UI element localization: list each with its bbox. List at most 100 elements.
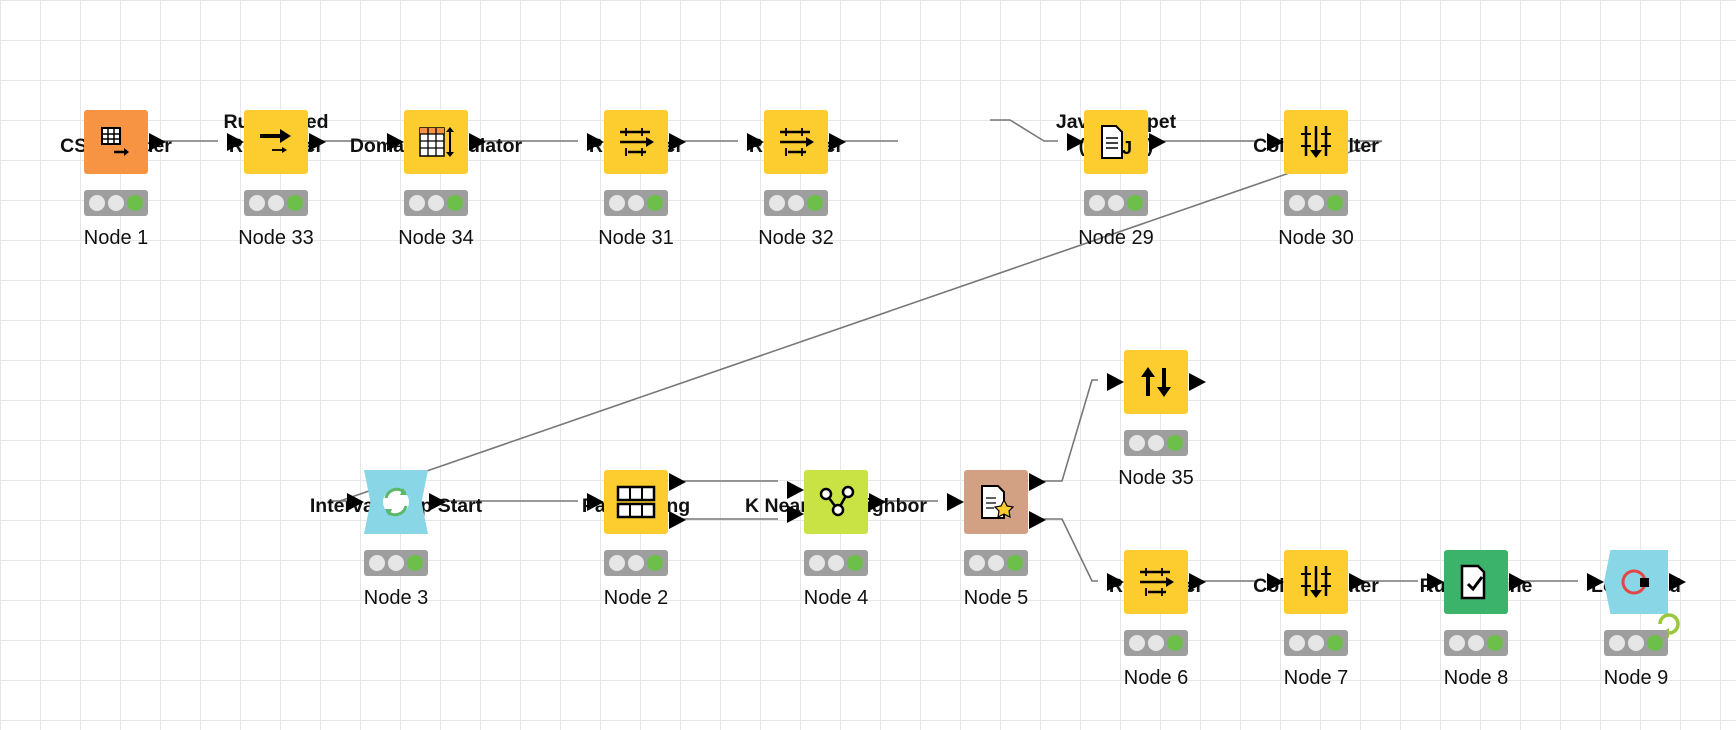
node-box[interactable]	[364, 470, 428, 534]
node-box[interactable]	[1604, 550, 1668, 614]
node-label[interactable]: Node 30	[1278, 227, 1354, 249]
status-light-off	[108, 195, 124, 211]
node-box[interactable]	[84, 110, 148, 174]
output-port[interactable]	[1669, 573, 1686, 591]
node-box[interactable]	[244, 110, 308, 174]
input-port[interactable]	[787, 481, 804, 499]
status-light-off	[1129, 635, 1145, 651]
output-port[interactable]	[1189, 373, 1206, 391]
node-box[interactable]	[764, 110, 828, 174]
output-port[interactable]	[669, 133, 686, 151]
input-port[interactable]	[787, 505, 804, 523]
node-label[interactable]: Node 4	[803, 587, 869, 609]
status-light-off	[628, 555, 644, 571]
node-box[interactable]	[804, 470, 868, 534]
output-port[interactable]	[149, 133, 166, 151]
output-port[interactable]	[1149, 133, 1166, 151]
node-box[interactable]	[964, 470, 1028, 534]
output-port[interactable]	[1509, 573, 1526, 591]
node-label[interactable]: Node 9	[1603, 667, 1669, 689]
input-port[interactable]	[1427, 573, 1444, 591]
node-label[interactable]: Node 3	[363, 587, 429, 609]
node-label[interactable]: Node 33	[238, 227, 314, 249]
node-n5[interactable]: ScorerNode 5	[896, 450, 1096, 650]
input-port[interactable]	[1267, 573, 1284, 591]
output-port[interactable]	[469, 133, 486, 151]
node-n8[interactable]: Rule EngineNode 8	[1376, 530, 1576, 730]
node-box[interactable]	[1124, 350, 1188, 414]
node-status-indicator	[84, 190, 148, 216]
output-port[interactable]	[429, 493, 446, 511]
output-port[interactable]	[1029, 511, 1046, 529]
status-light-off	[1289, 635, 1305, 651]
node-status-indicator	[604, 190, 668, 216]
input-port[interactable]	[587, 133, 604, 151]
output-port[interactable]	[1029, 473, 1046, 491]
node-box[interactable]	[1444, 550, 1508, 614]
node-n9[interactable]: Loop EndNode 9	[1536, 530, 1736, 730]
output-port[interactable]	[1349, 573, 1366, 591]
output-port[interactable]	[669, 511, 686, 529]
node-label[interactable]: Node 29	[1078, 227, 1154, 249]
input-port[interactable]	[227, 133, 244, 151]
node-label[interactable]: Node 6	[1123, 667, 1189, 689]
node-box[interactable]	[404, 110, 468, 174]
input-port[interactable]	[1107, 573, 1124, 591]
status-light-off	[788, 195, 804, 211]
node-label[interactable]: Node 32	[758, 227, 834, 249]
row-filter-icon	[1140, 568, 1174, 596]
row-filter-icon	[620, 128, 654, 156]
output-port[interactable]	[1189, 573, 1206, 591]
node-label[interactable]: Node 1	[83, 227, 149, 249]
input-port[interactable]	[947, 493, 964, 511]
input-port[interactable]	[1267, 133, 1284, 151]
svg-text:J: J	[1122, 138, 1132, 158]
node-box[interactable]	[1284, 550, 1348, 614]
java-snippet-icon: J	[1101, 125, 1132, 159]
rule-row-filter-icon	[260, 129, 291, 153]
input-port[interactable]	[347, 493, 364, 511]
output-port[interactable]	[829, 133, 846, 151]
node-box[interactable]	[604, 110, 668, 174]
node-status-indicator	[964, 550, 1028, 576]
input-port[interactable]	[587, 493, 604, 511]
node-box[interactable]	[1284, 110, 1348, 174]
output-port[interactable]	[669, 473, 686, 491]
node-label[interactable]: Node 2	[603, 587, 669, 609]
input-port[interactable]	[747, 133, 764, 151]
status-light-off	[1129, 435, 1145, 451]
output-port[interactable]	[869, 493, 886, 511]
input-port[interactable]	[1107, 373, 1124, 391]
node-n2[interactable]: PartitioningNode 2	[536, 450, 736, 650]
input-port[interactable]	[387, 133, 404, 151]
output-port[interactable]	[309, 133, 326, 151]
status-light-off	[609, 195, 625, 211]
node-box[interactable]	[604, 470, 668, 534]
input-port[interactable]	[1587, 573, 1604, 591]
input-port[interactable]	[1067, 133, 1084, 151]
node-label[interactable]: Node 5	[963, 587, 1029, 609]
status-light-green	[287, 195, 303, 211]
node-label[interactable]: Node 31	[598, 227, 674, 249]
node-label[interactable]: Node 8	[1443, 667, 1509, 689]
node-n1[interactable]: CSV ReaderNode 1	[16, 90, 216, 290]
node-box[interactable]	[1124, 550, 1188, 614]
node-label[interactable]: Node 34	[398, 227, 474, 249]
node-n35[interactable]: SorterNode 35	[1056, 330, 1256, 530]
status-light-off	[1289, 195, 1305, 211]
status-light-off	[809, 555, 825, 571]
node-label[interactable]: Node 7	[1283, 667, 1349, 689]
node-label[interactable]: Node 35	[1118, 467, 1194, 489]
node-box[interactable]: J	[1084, 110, 1148, 174]
